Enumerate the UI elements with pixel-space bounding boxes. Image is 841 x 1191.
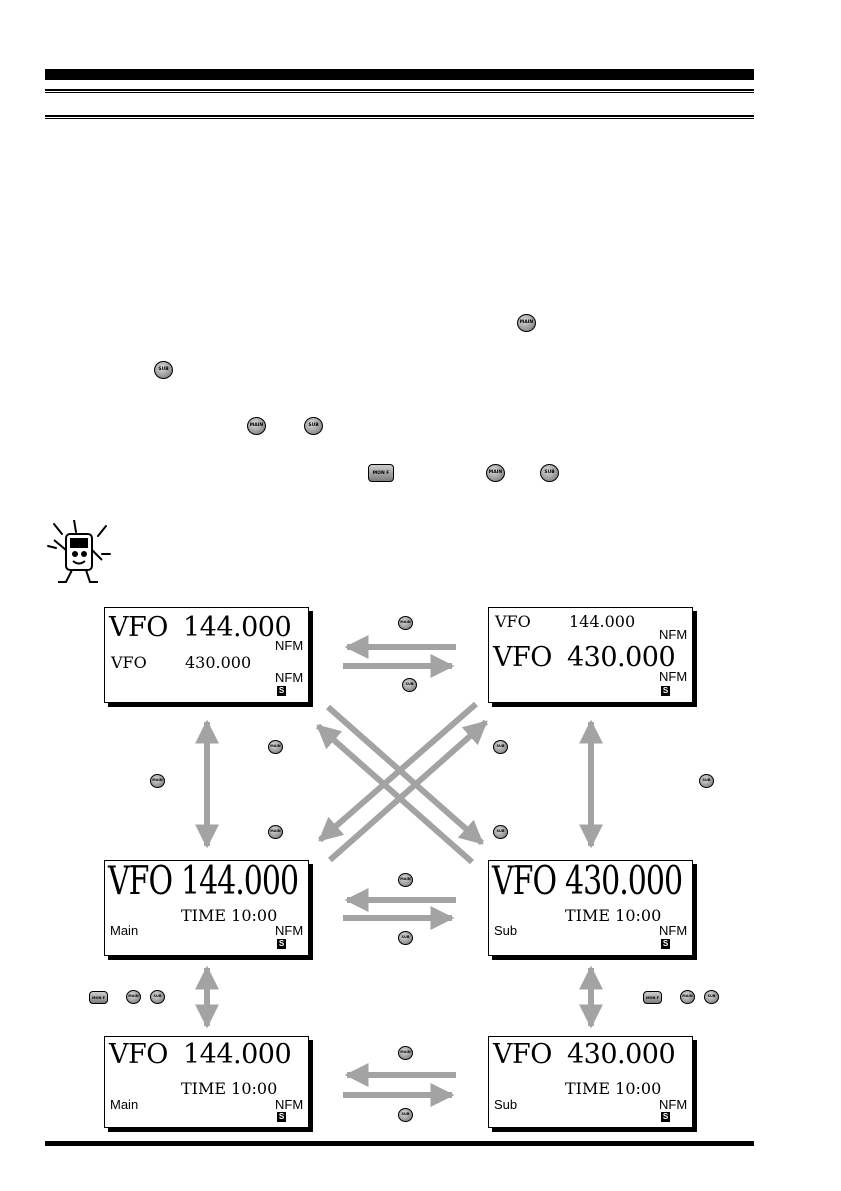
sub-key-icon: SUB bbox=[704, 990, 719, 1004]
sub-key-icon: SUB bbox=[154, 361, 173, 379]
lcd-modulation: NFM bbox=[275, 1097, 304, 1112]
main-key-icon: MAIN bbox=[486, 464, 505, 482]
sub-key-icon: SUB bbox=[493, 740, 508, 754]
main-key-icon: MAIN bbox=[268, 825, 283, 839]
lcd-clock: TIME 10:00 bbox=[181, 1079, 278, 1098]
lcd-mode-label: VFO bbox=[493, 1039, 552, 1070]
lcd-clock: TIME 10:00 bbox=[181, 906, 278, 925]
lcd-frequency: 144.000 bbox=[183, 1039, 292, 1070]
sub-key-icon: SUB bbox=[540, 464, 559, 482]
sub-key-icon: SUB bbox=[493, 825, 508, 839]
main-key-icon: MAIN bbox=[680, 990, 695, 1004]
s-meter-badge: S bbox=[277, 939, 286, 949]
main-key-icon: MAIN bbox=[398, 873, 413, 887]
lcd-clock: TIME 10:00 bbox=[565, 906, 662, 925]
lcd-screen-main-dual: VFO 144.000 NFM VFO 430.000 NFM S bbox=[104, 607, 309, 703]
lcd-mode-label: VFO bbox=[495, 612, 531, 631]
lcd-modulation: NFM bbox=[659, 627, 688, 642]
lcd-frequency: 144.000 bbox=[181, 859, 299, 905]
header-rule-thick bbox=[45, 69, 754, 80]
lcd-frequency: 144.000 bbox=[183, 612, 292, 643]
lcd-band-label: Sub bbox=[494, 1097, 518, 1112]
sub-key-icon: SUB bbox=[402, 678, 417, 692]
lcd-modulation: NFM bbox=[659, 923, 688, 938]
sub-key-icon: SUB bbox=[398, 1108, 413, 1122]
main-key-icon: MAIN bbox=[126, 990, 141, 1004]
sub-key-icon: SUB bbox=[304, 417, 323, 435]
header-rule-upper bbox=[45, 89, 754, 93]
lcd-frequency: 430.000 bbox=[185, 653, 252, 672]
lcd-clock: TIME 10:00 bbox=[565, 1079, 662, 1098]
main-key-icon: MAIN bbox=[268, 740, 283, 754]
header-rule-lower bbox=[45, 115, 754, 119]
lcd-mode-label: VFO bbox=[493, 642, 552, 673]
lcd-modulation: NFM bbox=[275, 670, 304, 685]
lcd-mode-label: VFO bbox=[492, 859, 557, 905]
lcd-mode-label: VFO bbox=[109, 612, 168, 643]
s-meter-badge: S bbox=[661, 1112, 670, 1122]
lcd-modulation: NFM bbox=[659, 669, 688, 684]
mon-f-key-icon: MON F bbox=[89, 991, 108, 1004]
lcd-screen-sub-dual: VFO 144.000 NFM VFO 430.000 NFM S bbox=[488, 607, 693, 703]
main-key-icon: MAIN bbox=[517, 314, 536, 332]
lcd-band-label: Main bbox=[110, 1097, 139, 1112]
s-meter-badge: S bbox=[277, 1112, 286, 1122]
lcd-screen-main-compact: VFO 144.000 TIME 10:00 Main NFM S bbox=[104, 1036, 309, 1128]
lcd-mode-label: VFO bbox=[111, 653, 147, 672]
main-key-icon: MAIN bbox=[150, 774, 165, 788]
sub-key-icon: SUB bbox=[398, 931, 413, 945]
main-key-icon: MAIN bbox=[398, 616, 413, 630]
s-meter-badge: S bbox=[661, 939, 670, 949]
sub-key-icon: SUB bbox=[150, 990, 165, 1004]
radio-mascot-icon bbox=[47, 520, 111, 583]
main-key-icon: MAIN bbox=[398, 1046, 413, 1060]
main-key-icon: MAIN bbox=[247, 417, 266, 435]
s-meter-badge: S bbox=[661, 686, 670, 696]
lcd-band-label: Sub bbox=[494, 923, 518, 938]
lcd-modulation: NFM bbox=[275, 923, 304, 938]
footer-rule bbox=[45, 1141, 754, 1146]
lcd-frequency: 144.000 bbox=[569, 612, 636, 631]
lcd-modulation: NFM bbox=[275, 638, 304, 653]
lcd-mode-label: VFO bbox=[108, 859, 173, 905]
lcd-frequency: 430.000 bbox=[567, 1039, 676, 1070]
sub-key-icon: SUB bbox=[699, 774, 714, 788]
s-meter-badge: S bbox=[277, 686, 286, 696]
lcd-modulation: NFM bbox=[659, 1097, 688, 1112]
lcd-screen-sub-single: VFO 430.000 TIME 10:00 Sub NFM S bbox=[488, 860, 693, 956]
mon-f-key-icon: MON F bbox=[368, 464, 394, 482]
lcd-band-label: Main bbox=[110, 923, 139, 938]
lcd-screen-sub-compact: VFO 430.000 TIME 10:00 Sub NFM S bbox=[488, 1036, 693, 1128]
mon-f-key-icon: MON F bbox=[643, 991, 662, 1004]
lcd-frequency: 430.000 bbox=[567, 642, 676, 673]
lcd-screen-main-single: VFO 144.000 TIME 10:00 Main NFM S bbox=[104, 860, 309, 956]
lcd-frequency: 430.000 bbox=[565, 859, 683, 905]
lcd-mode-label: VFO bbox=[109, 1039, 168, 1070]
